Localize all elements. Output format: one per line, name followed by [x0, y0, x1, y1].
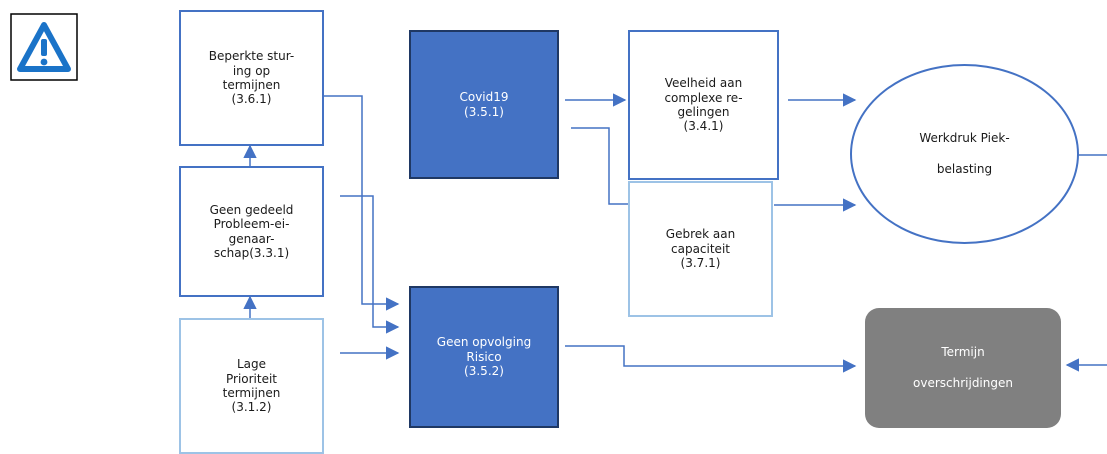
connector-opvolging-to-termijn: [565, 345, 857, 373]
node-veelheid: Veelheid aan complexe re- gelingen (3.4.…: [628, 30, 779, 180]
connector-gedeeld-to-opvolging: [340, 195, 400, 334]
node-werkdruk: Werkdruk Piek- belasting: [850, 64, 1079, 244]
node-gebrek: Gebrek aan capaciteit (3.7.1): [628, 181, 773, 317]
node-termijn-overschrijdingen: Termijn overschrijdingen: [865, 308, 1061, 428]
node-beperkte-sturing: Beperkte stur- ing op termijnen (3.6.1): [179, 10, 324, 146]
connector-sturing-to-opvolging: [322, 95, 400, 311]
node-lage-prioriteit: Lage Prioriteit termijnen (3.1.2): [179, 318, 324, 454]
warning-triangle-icon: [10, 13, 78, 81]
node-covid19: Covid19 (3.5.1): [409, 30, 559, 179]
node-geen-gedeeld: Geen gedeeld Probleem-ei- genaar- schap(…: [179, 166, 324, 297]
node-geen-opvolging: Geen opvolging Risico (3.5.2): [409, 286, 559, 428]
connector-covid-to-gebrek: [571, 127, 628, 205]
